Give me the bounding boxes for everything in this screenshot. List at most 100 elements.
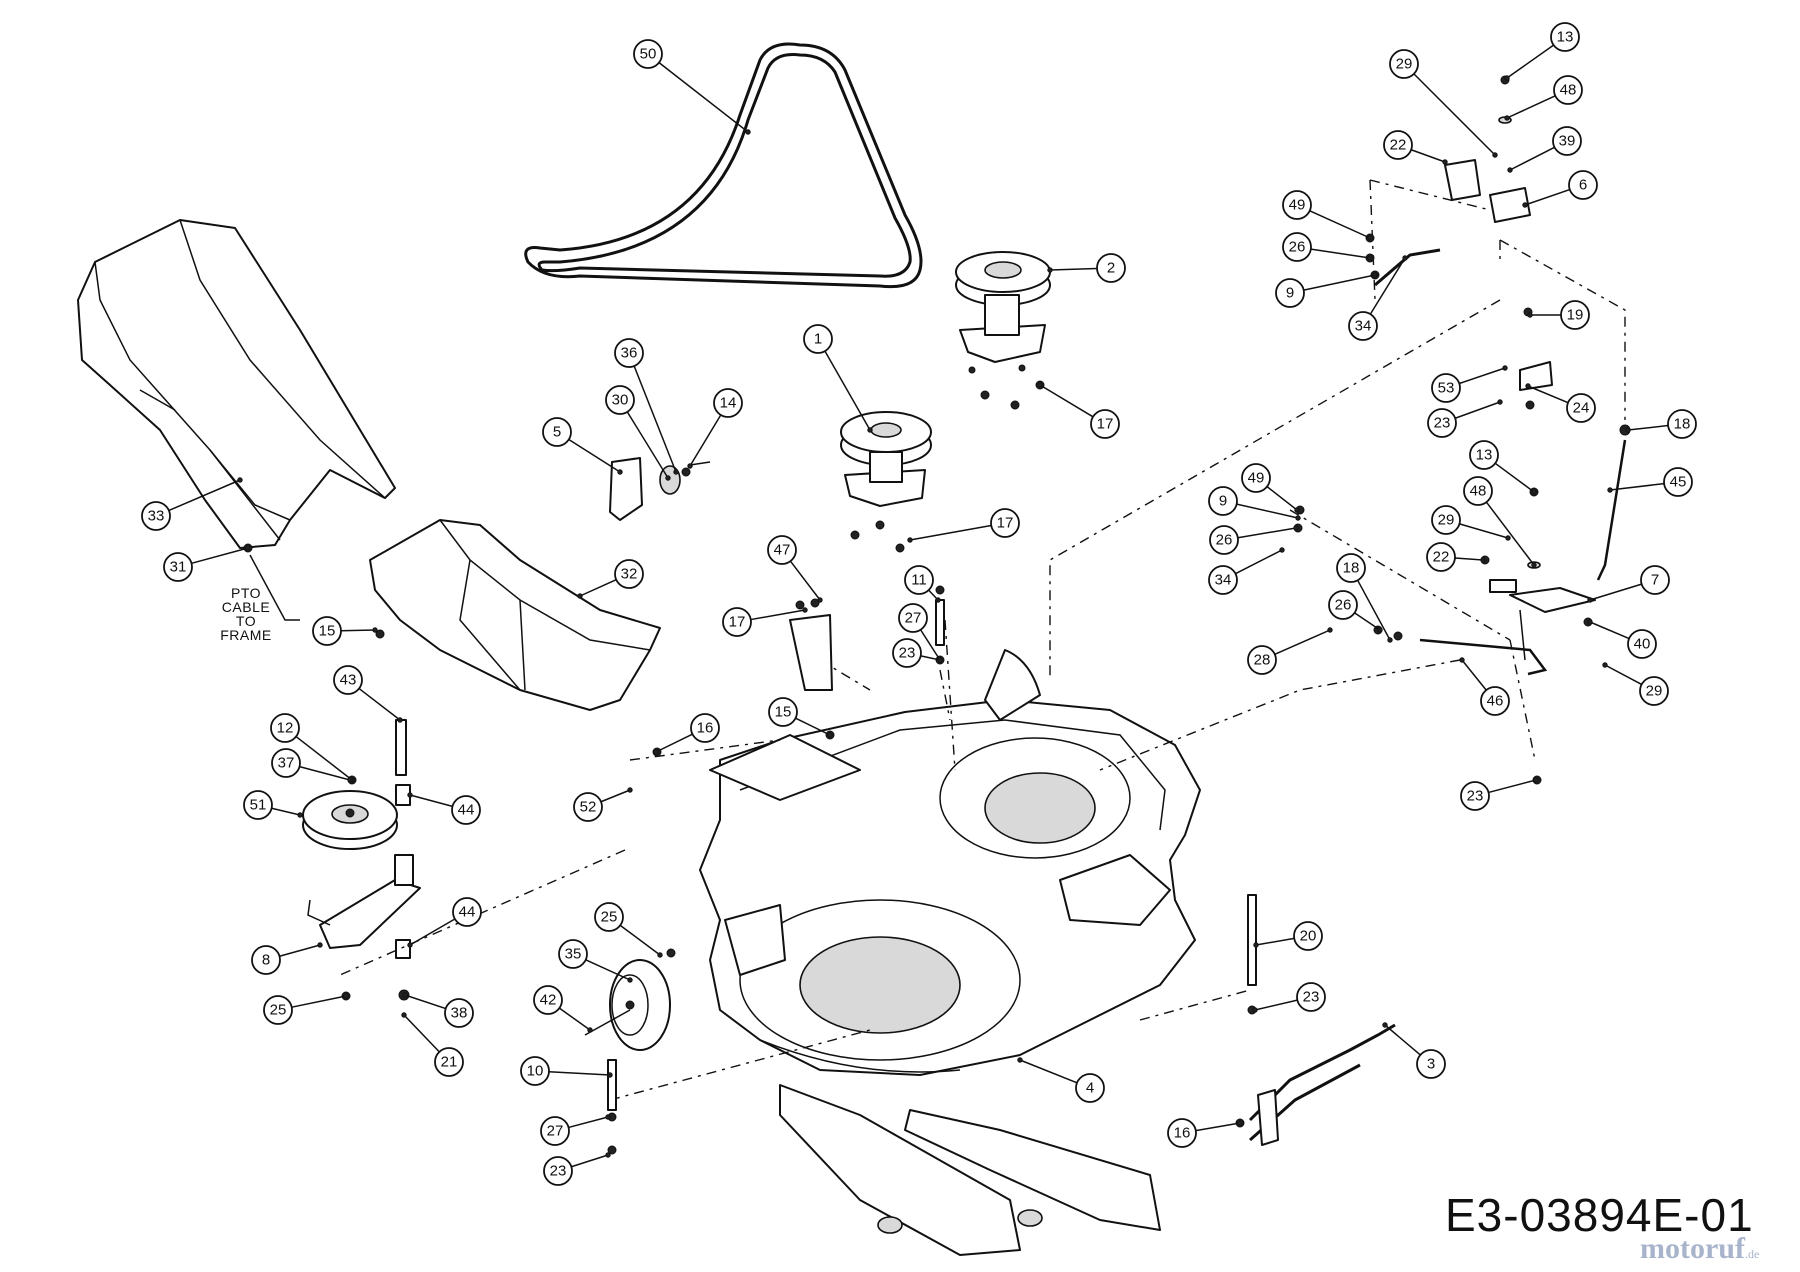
callout-52: 52	[573, 787, 633, 822]
callout-number: 18	[1343, 560, 1360, 577]
callout-balloon	[1293, 921, 1323, 951]
callout-7: 7	[1587, 565, 1670, 603]
callout-37: 37	[271, 748, 353, 783]
callout-leader-arrow	[665, 475, 671, 481]
callout-leader-line	[750, 609, 806, 621]
callout-number: 40	[1634, 636, 1651, 653]
callout-24: 24	[1525, 383, 1596, 423]
callout-balloon	[1663, 467, 1693, 497]
assembly-lines	[339, 179, 1626, 1101]
callout-36: 36	[614, 338, 679, 475]
callout-balloon	[768, 697, 798, 727]
callout-balloon	[1463, 476, 1493, 506]
callout-number: 15	[319, 623, 336, 640]
callout-leader-line	[1413, 73, 1496, 156]
callout-leader-arrow	[1327, 627, 1333, 633]
callout-leader-arrow	[407, 792, 413, 798]
callout-leader-arrow	[867, 427, 873, 433]
callout-leader-line	[1039, 384, 1094, 418]
idler-pulley-part	[302, 719, 421, 959]
callout-leader-line	[404, 994, 446, 1010]
callout-leader-line	[619, 924, 661, 956]
callout-30: 30	[605, 385, 671, 481]
callout-leader-arrow	[1037, 382, 1043, 388]
callout-number: 5	[553, 424, 561, 441]
callout-number: 7	[1651, 572, 1659, 589]
callout-leader-arrow	[937, 657, 943, 663]
callout-16: 16	[1167, 1118, 1243, 1148]
callout-balloon	[713, 388, 743, 418]
callout-leader-line	[626, 411, 669, 479]
callout-number: 8	[262, 952, 270, 969]
callout-number: 43	[340, 672, 357, 689]
callout-leader-line	[655, 733, 693, 753]
callout-number: 18	[1674, 416, 1691, 433]
callout-leader-arrow	[935, 597, 941, 603]
callout-leader-line	[1357, 579, 1391, 641]
callout-19: 19	[1527, 300, 1590, 330]
callout-balloon	[573, 792, 603, 822]
callout-balloon	[263, 995, 293, 1025]
callout-leader-line	[1237, 527, 1297, 539]
callout-leader-arrow	[1382, 1022, 1388, 1028]
callout-leader-line	[1049, 267, 1098, 271]
callout-balloon	[1208, 486, 1238, 516]
callout-29: 29	[1389, 49, 1498, 158]
callout-number: 26	[1335, 597, 1352, 614]
callout-leader-line	[1303, 274, 1376, 291]
callout-leader-line	[600, 789, 631, 803]
callout-balloon	[1167, 1118, 1197, 1148]
callout-number: 10	[527, 1063, 544, 1080]
callout-38: 38	[402, 992, 474, 1028]
callout-leader-arrow	[1625, 427, 1631, 433]
callout-number: 30	[612, 392, 629, 409]
callout-leader-arrow	[1531, 489, 1537, 495]
callout-40: 40	[1587, 619, 1657, 659]
callout-number: 42	[540, 992, 557, 1009]
callout-leader-line	[795, 717, 831, 736]
callout-leader-line	[1369, 257, 1406, 315]
callout-2: 2	[1047, 253, 1126, 283]
callout-33: 33	[141, 477, 243, 531]
callout-13: 13	[1469, 440, 1537, 495]
callout-balloon	[434, 1047, 464, 1077]
callout-leader-line	[1589, 583, 1642, 601]
callout-leader-line	[409, 918, 456, 946]
callout-number: 20	[1300, 928, 1317, 945]
callout-leader-arrow	[407, 942, 413, 948]
callout-leader-arrow	[745, 129, 751, 135]
callout-balloon	[543, 1156, 573, 1186]
callout-balloon	[1348, 311, 1378, 341]
callout-leader-arrow	[297, 812, 303, 818]
callout-leader-line	[568, 438, 621, 473]
callout-15: 15	[768, 697, 833, 738]
callout-number: 13	[1557, 29, 1574, 46]
callout-leader-arrow	[1402, 255, 1408, 261]
callout-leader-line	[1604, 664, 1642, 686]
callout-leader-arrow	[1522, 202, 1528, 208]
callout-number: 4	[1086, 1080, 1094, 1097]
callout-leader-arrow	[1252, 1007, 1258, 1013]
callout-8: 8	[251, 942, 323, 975]
callout-26: 26	[1282, 232, 1373, 262]
callout-leader-arrow	[605, 1114, 611, 1120]
callout-number: 44	[458, 802, 475, 819]
callout-leader-arrow	[1367, 255, 1373, 261]
control-linkage-part	[1419, 439, 1627, 676]
callout-leader-line	[558, 1007, 591, 1031]
callout-34: 34	[1348, 255, 1408, 341]
callout-leader-line	[1254, 999, 1298, 1011]
spindle-pulley-part-1	[840, 411, 932, 507]
callout-48: 48	[1504, 75, 1583, 121]
callout-leader-arrow	[673, 469, 679, 475]
callout-number: 33	[148, 508, 165, 525]
callout-15: 15	[312, 616, 378, 646]
callout-balloon	[1566, 393, 1596, 423]
callout-balloon	[1328, 590, 1358, 620]
callout-balloon	[1275, 278, 1305, 308]
callout-leader-arrow	[627, 977, 633, 983]
callout-leader-line	[920, 655, 941, 661]
callout-number: 32	[621, 566, 638, 583]
callout-leader-arrow	[1502, 365, 1508, 371]
